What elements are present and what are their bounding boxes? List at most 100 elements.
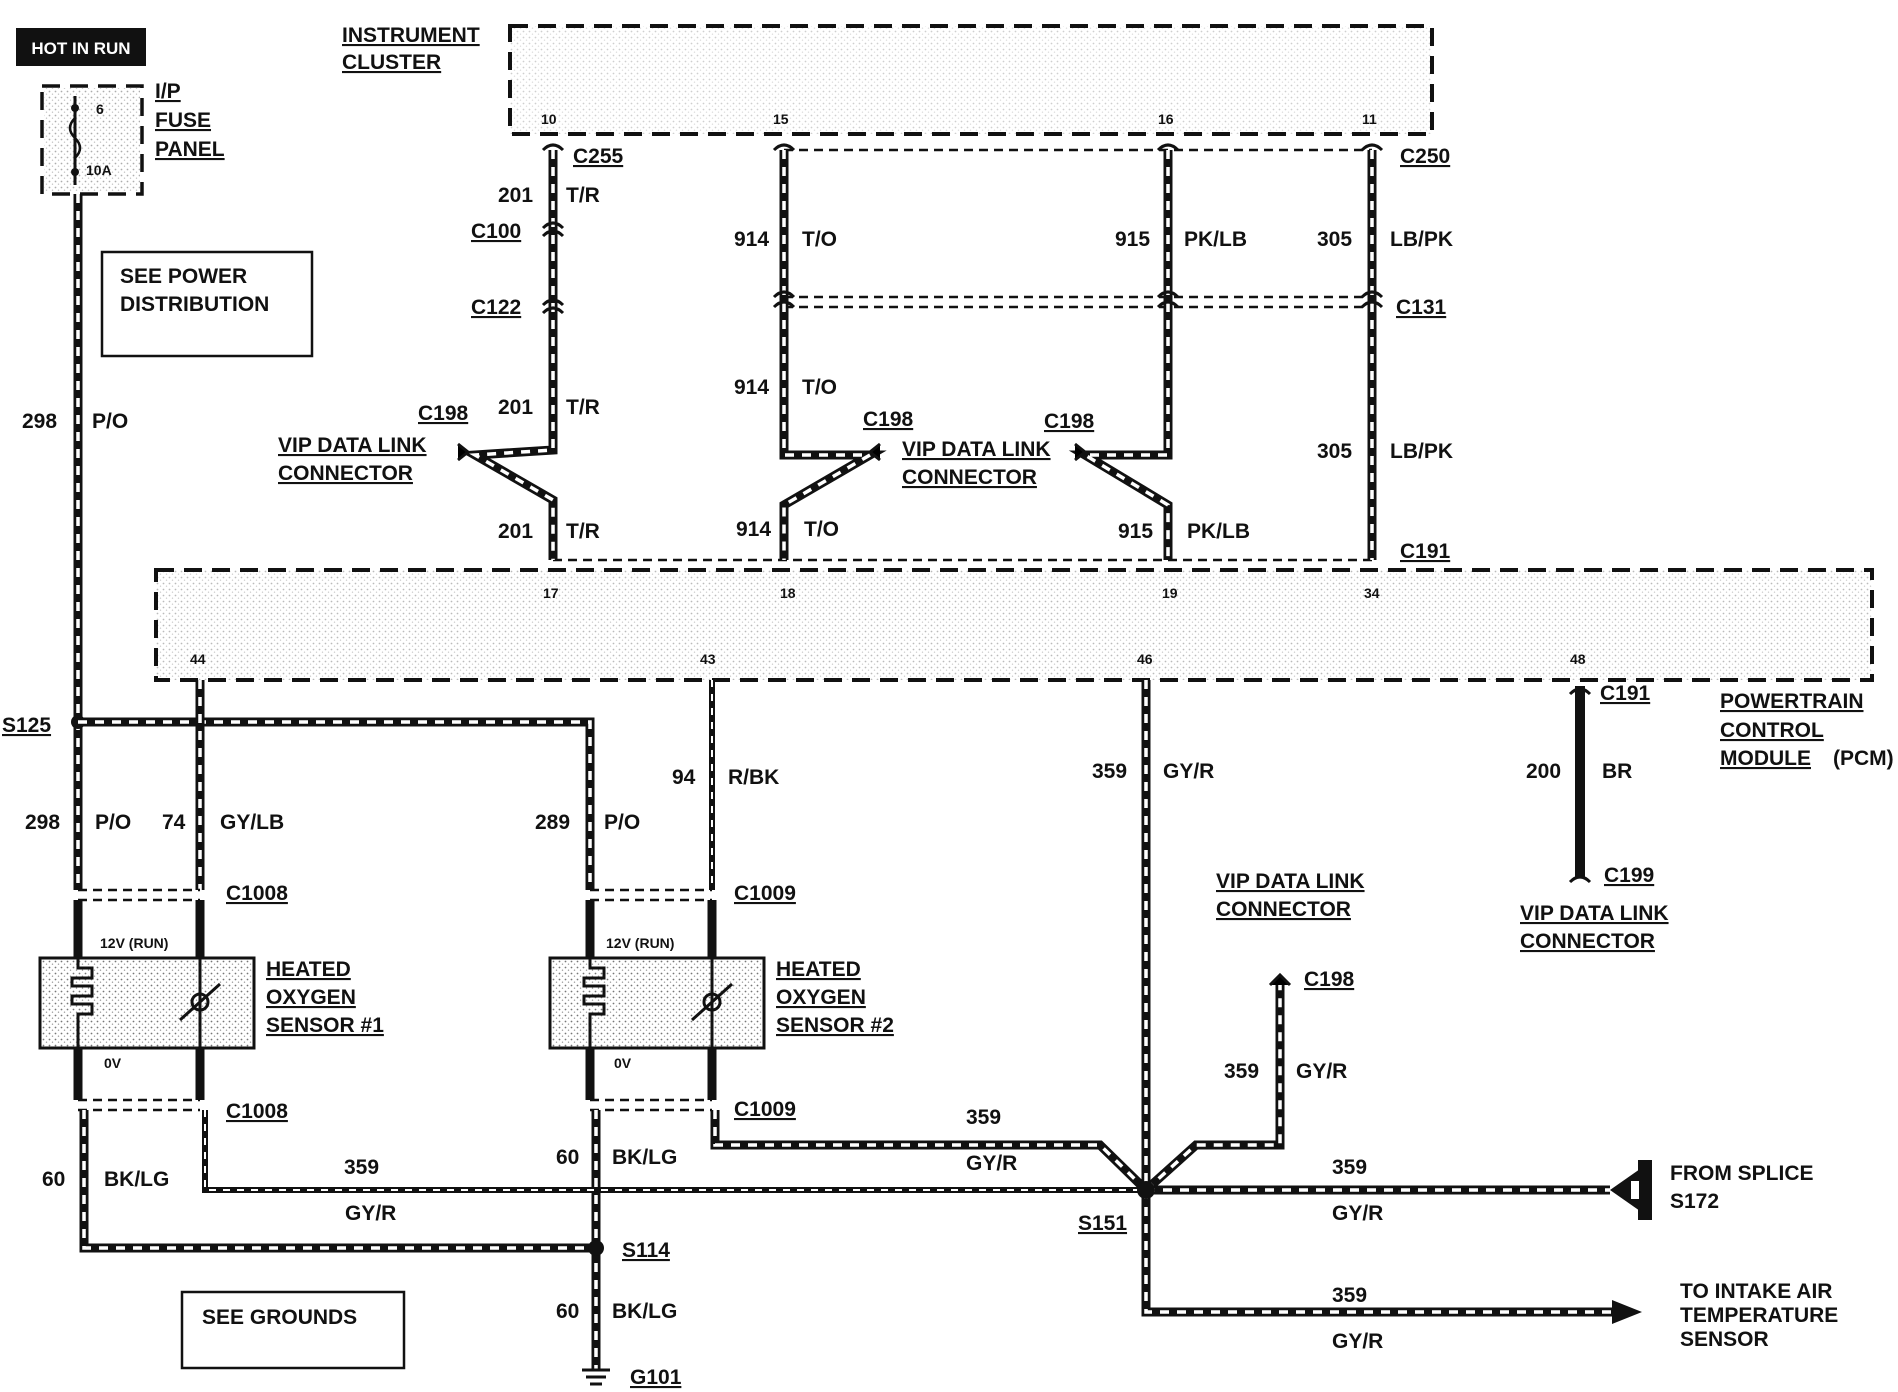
connector-c255: C255	[573, 145, 624, 168]
ground-icon	[582, 1368, 610, 1386]
c60-b: BK/LG	[612, 1146, 677, 1169]
heated-oxygen-sensor-1	[38, 900, 256, 1100]
c915-a: PK/LB	[1184, 228, 1247, 251]
see-power-box: SEE POWER DISTRIBUTION	[100, 250, 314, 358]
to-iat-line-2: TEMPERATURE	[1680, 1304, 1838, 1327]
vip-d-line-2: CONNECTOR	[1520, 930, 1655, 953]
fuse-panel-label-1: I/P	[155, 80, 181, 103]
n359-a: 359	[1092, 760, 1127, 783]
pcm-label-3: MODULE	[1720, 747, 1811, 770]
connector-c122: C122	[471, 296, 521, 319]
n359-b: 359	[344, 1156, 379, 1179]
wire-914	[779, 150, 887, 560]
c74: GY/LB	[220, 811, 284, 834]
c289: P/O	[604, 811, 640, 834]
c201-c: T/R	[566, 520, 600, 543]
hot-in-run-label: HOT IN RUN	[31, 39, 130, 58]
c359-f: GY/R	[1332, 1330, 1383, 1353]
sensor1-0v: 0V	[104, 1055, 122, 1071]
c359-d: GY/R	[1296, 1060, 1347, 1083]
see-grounds-label: SEE GROUNDS	[202, 1306, 357, 1329]
vip-a-line-1: VIP DATA LINK	[278, 434, 427, 457]
n60-c: 60	[556, 1300, 579, 1323]
c201-a: T/R	[566, 184, 600, 207]
connector-c198-a: C198	[418, 402, 469, 425]
connector-c1009-a: C1009	[734, 882, 796, 905]
c914-c: T/O	[804, 518, 839, 541]
connector-c1008-a: C1008	[226, 882, 288, 905]
sensor1-label-3: SENSOR #1	[266, 1014, 384, 1037]
wire-201	[459, 150, 558, 560]
c60-a: BK/LG	[104, 1168, 169, 1191]
n305-a: 305	[1317, 228, 1352, 251]
n201-c: 201	[498, 520, 533, 543]
pcm-pin-46: 46	[1137, 651, 1153, 667]
connector-c100: C100	[471, 220, 521, 243]
fuse-amperage: 10A	[86, 162, 112, 178]
pcm-box	[154, 568, 1874, 682]
n94: 94	[672, 766, 696, 789]
pcm-pin-48: 48	[1570, 651, 1586, 667]
c914-a: T/O	[802, 228, 837, 251]
arrow-right-icon	[1612, 1300, 1642, 1324]
connector-c131: C131	[1396, 296, 1447, 319]
pcm-pin-17: 17	[543, 585, 559, 601]
c359-b: GY/R	[345, 1202, 396, 1225]
instrument-cluster-box	[508, 24, 1434, 136]
n60-b: 60	[556, 1146, 579, 1169]
connector-marks-top	[541, 143, 1384, 315]
splice-s151: S151	[1078, 1212, 1127, 1235]
pcm-label-1: POWERTRAIN	[1720, 690, 1864, 713]
n915-b: 915	[1118, 520, 1153, 543]
see-power-line-1: SEE POWER	[120, 265, 247, 288]
pcm-pin-18: 18	[780, 585, 796, 601]
connector-marks-200	[1568, 687, 1592, 884]
sensor1-label-2: OXYGEN	[266, 986, 356, 1009]
c359-a: GY/R	[1163, 760, 1214, 783]
connector-c191-a: C191	[1400, 540, 1451, 563]
ic-pin-16: 16	[1158, 111, 1174, 127]
hot-in-run-badge: HOT IN RUN	[16, 28, 146, 66]
connector-c198-c: C198	[1044, 410, 1095, 433]
ic-pin-15: 15	[773, 111, 789, 127]
vip-a-line-2: CONNECTOR	[278, 462, 413, 485]
from-splice-line-1: FROM SPLICE	[1670, 1162, 1814, 1185]
splice-s114-dot	[588, 1240, 604, 1256]
vip-d-line-1: VIP DATA LINK	[1520, 902, 1669, 925]
connector-c198-b: C198	[863, 408, 914, 431]
n359-d: 359	[1224, 1060, 1259, 1083]
sensor2-0v: 0V	[614, 1055, 632, 1071]
connector-c1009-b: C1009	[734, 1098, 796, 1121]
ground-g101: G101	[630, 1366, 682, 1389]
c60-c: BK/LG	[612, 1300, 677, 1323]
vip-c-line-2: CONNECTOR	[1216, 898, 1351, 921]
n60-a: 60	[42, 1168, 65, 1191]
n914-a: 914	[734, 228, 769, 251]
to-iat-line-1: TO INTAKE AIR	[1680, 1280, 1832, 1303]
pcm-pin-43: 43	[700, 651, 716, 667]
n914-c: 914	[736, 518, 771, 541]
n914-b: 914	[734, 376, 769, 399]
n201-b: 201	[498, 396, 533, 419]
c298-a: P/O	[92, 410, 128, 433]
c914-b: T/O	[802, 376, 837, 399]
n915-a: 915	[1115, 228, 1150, 251]
sensor2-label-3: SENSOR #2	[776, 1014, 894, 1037]
vip-c-line-1: VIP DATA LINK	[1216, 870, 1365, 893]
fuse-number: 6	[96, 101, 104, 117]
splice-s125: S125	[2, 714, 51, 737]
instrument-cluster-label-1: INSTRUMENT	[342, 24, 480, 47]
wire-60	[79, 1110, 601, 1370]
c305-b: LB/PK	[1390, 440, 1453, 463]
pcm-label-suffix: (PCM)	[1833, 747, 1894, 770]
pcm-pin-44: 44	[190, 651, 206, 667]
pcm-pin-19: 19	[1162, 585, 1178, 601]
vip-connector-symbols	[457, 442, 1088, 462]
c359-c: GY/R	[966, 1152, 1017, 1175]
ic-pin-11: 11	[1362, 111, 1377, 127]
sensor1-12v: 12V (RUN)	[100, 935, 168, 951]
see-power-line-2: DISTRIBUTION	[120, 293, 269, 316]
n289: 289	[535, 811, 570, 834]
fuse-panel-label-3: PANEL	[155, 138, 225, 161]
c94: R/BK	[728, 766, 779, 789]
